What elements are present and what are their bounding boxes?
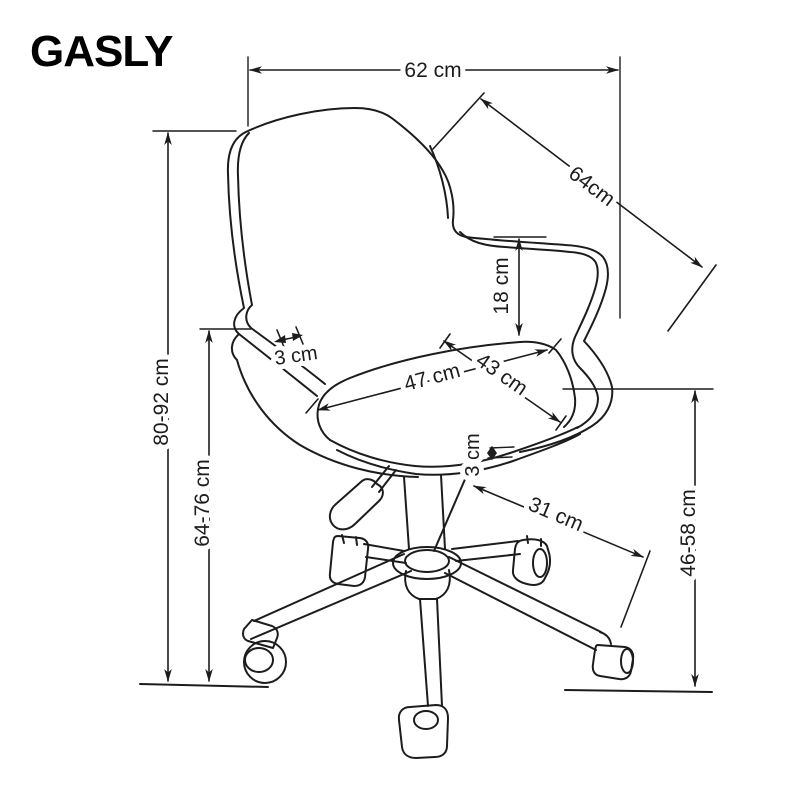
caster-back-right-wheel-face xyxy=(532,548,548,578)
dim-base-arm-label: 31 cm xyxy=(525,493,587,537)
dim-base-arm-slash xyxy=(620,550,651,628)
dim-armrest-above-seat-label: 18 cm xyxy=(490,257,513,314)
arm-back-left xyxy=(363,543,407,564)
caster-left-horn xyxy=(242,619,279,649)
seat-left-front xyxy=(316,408,331,441)
seat-bottom-lower xyxy=(336,433,581,476)
gas-lift-collar-inner xyxy=(404,549,450,573)
dim-line-seat-depth xyxy=(443,340,561,423)
armrest-inner xyxy=(459,231,599,429)
dim-seat-width-label: 47 cm xyxy=(402,359,463,396)
caster-front xyxy=(397,704,449,759)
backrest-front-line xyxy=(429,145,449,219)
dim-shell-thickness-label: 3 cm xyxy=(273,342,319,370)
dim-seat-thickness-label: 3 cm xyxy=(462,433,484,476)
dim-line-base-arm xyxy=(473,485,644,558)
shell-edge-outer xyxy=(238,333,318,397)
dim-seat-depth-slashes xyxy=(439,333,567,431)
arm-left xyxy=(250,553,412,640)
arm-back-right xyxy=(451,540,521,562)
caster-front-horn-hole xyxy=(413,710,439,730)
caster-left-wheel xyxy=(243,640,287,684)
extension-lines xyxy=(152,56,714,390)
dim-backrest-diagonal-slashes xyxy=(432,92,717,332)
dim-shell-thickness-arrow-left xyxy=(274,335,286,343)
backrest-top-edge xyxy=(247,107,467,238)
dim-shell-thickness-arrow-right xyxy=(292,333,303,341)
ground-line xyxy=(139,683,713,693)
chair-drawing xyxy=(139,107,713,759)
base-hub xyxy=(404,569,451,600)
dim-total-height-label: 80-92 cm xyxy=(150,358,173,446)
dim-backrest-diagonal-label: 64cm xyxy=(564,162,619,211)
dim-armrest-height-label: 64-76 cm xyxy=(191,459,214,547)
caster-right-wheel-face xyxy=(620,648,634,674)
backrest-left-inner xyxy=(236,132,253,329)
dim-line-backrest-diagonal xyxy=(480,98,703,268)
dim-seat-height-label: 46-58 cm xyxy=(677,489,700,577)
product-title: GASLY xyxy=(30,27,173,76)
gas-lift-column xyxy=(403,469,470,552)
dim-top-width-label: 62 cm xyxy=(404,59,461,82)
caster-back-right xyxy=(511,535,552,586)
arm-right xyxy=(444,556,602,651)
arm-front xyxy=(419,598,443,707)
seat-bottom-upper xyxy=(329,426,579,468)
lever-handle xyxy=(328,478,384,531)
dim-seat-thickness-arrow-down xyxy=(487,453,497,460)
backrest-left-outer xyxy=(226,130,419,478)
dim-seat-thickness-arrow-up xyxy=(487,446,497,453)
caster-back-left xyxy=(328,534,370,587)
caster-left-hub xyxy=(244,647,274,673)
